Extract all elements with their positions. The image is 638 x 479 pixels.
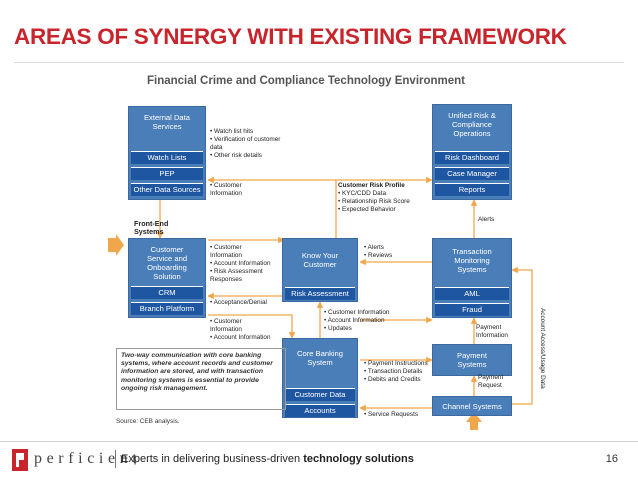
channel-input-arrow bbox=[466, 412, 482, 430]
pep-row: PEP bbox=[131, 167, 203, 180]
know-your-customer-box: Know Your Customer Risk Assessment bbox=[282, 238, 358, 302]
customer-service-title: Customer Service and Onboarding Solution bbox=[146, 245, 188, 281]
customer-data-row: Customer Data bbox=[285, 388, 355, 401]
payment-request-note: Payment Request bbox=[478, 374, 514, 390]
front-end-line: Front-End bbox=[134, 219, 169, 228]
note-line: • Other risk details bbox=[210, 152, 262, 159]
aml-row: AML bbox=[435, 287, 509, 300]
kyc-title: Know Your Customer bbox=[301, 251, 339, 269]
perficient-logo: perficient bbox=[34, 450, 142, 467]
core-to-payment-note: • Payment Instructions • Transaction Det… bbox=[364, 360, 428, 384]
diagram-subtitle: Financial Crime and Compliance Technolog… bbox=[147, 75, 466, 87]
accounts-row: Accounts bbox=[285, 404, 355, 417]
note-line: Payment Information bbox=[476, 324, 508, 339]
watch-hits-note: • Watch list hits • Verification of cust… bbox=[210, 128, 282, 160]
unified-risk-box: Unified Risk & Compliance Operations Ris… bbox=[432, 104, 512, 200]
note-line: • Watch list hits bbox=[210, 128, 254, 135]
account-access-label: Account Access/Usage Data bbox=[539, 308, 546, 389]
alerts-label: Alerts bbox=[478, 216, 495, 223]
note-line: • Expected Behavior bbox=[338, 206, 396, 213]
transaction-monitoring-title: Transaction Monitoring Systems bbox=[452, 247, 492, 274]
note-line: • Alerts bbox=[364, 244, 384, 251]
page-title: AREAS OF SYNERGY WITH EXISTING FRAMEWORK bbox=[14, 24, 567, 49]
footer-separator bbox=[115, 450, 116, 468]
reports-row: Reports bbox=[435, 183, 509, 196]
arrow-cs-core bbox=[208, 314, 296, 339]
payment-info-note: Payment Information bbox=[476, 324, 524, 340]
footer-divider bbox=[0, 441, 638, 442]
note-line: • Relationship Risk Score bbox=[338, 198, 410, 205]
other-data-sources-row: Other Data Sources bbox=[131, 183, 203, 196]
cs-to-core-note: • Customer Information • Account Informa… bbox=[210, 318, 271, 342]
source-note: Source: CEB analysis. bbox=[116, 418, 180, 425]
front-end-arrow bbox=[108, 234, 124, 256]
note-line: • Debits and Credits bbox=[364, 376, 421, 383]
note-line: • Customer Information bbox=[210, 182, 242, 197]
tagline-bold: technology solutions bbox=[303, 453, 414, 465]
note-heading: Customer Risk Profile bbox=[338, 182, 405, 189]
cs-to-kyc-note: • Customer Information • Account Informa… bbox=[210, 244, 272, 284]
note-line: • KYC/CDD Data bbox=[338, 190, 387, 197]
tagline-normal: Experts in delivering business-driven bbox=[121, 453, 304, 465]
payment-systems-title: Payment Systems bbox=[457, 351, 487, 369]
note-line: • Verification of customer data bbox=[210, 136, 281, 151]
footer-tagline: Experts in delivering business-driven te… bbox=[121, 453, 414, 465]
customer-service-box: Customer Service and Onboarding Solution… bbox=[128, 238, 206, 318]
front-end-systems-label: Front-End Systems bbox=[134, 220, 168, 236]
note-line: • Account Information bbox=[210, 334, 271, 341]
service-requests-note: • Service Requests bbox=[364, 411, 419, 418]
case-manager-row: Case Manager bbox=[435, 167, 509, 180]
customer-risk-profile-note: Customer Risk Profile • KYC/CDD Data • R… bbox=[338, 182, 410, 214]
external-data-services-title: External Data Services bbox=[143, 113, 190, 131]
front-end-line: Systems bbox=[134, 227, 164, 236]
transaction-monitoring-box: Transaction Monitoring Systems AML Fraud bbox=[432, 238, 512, 318]
acceptance-note: • Acceptance/Denial bbox=[210, 299, 267, 306]
external-data-services-box: External Data Services Watch Lists PEP O… bbox=[128, 106, 206, 200]
channel-systems-box: Channel Systems bbox=[432, 396, 512, 416]
title-divider bbox=[14, 62, 624, 63]
note-line: • Customer Information bbox=[210, 244, 242, 259]
core-banking-title: Core Banking System bbox=[296, 349, 343, 367]
note-line: • Account Information bbox=[324, 317, 385, 324]
fraud-row: Fraud bbox=[435, 303, 509, 316]
unified-risk-title: Unified Risk & Compliance Operations bbox=[448, 111, 496, 138]
customer-info-note-1: • Customer Information bbox=[210, 182, 262, 198]
callout-note: Two-way communication with core banking … bbox=[116, 348, 286, 410]
branch-platform-row: Branch Platform bbox=[131, 302, 203, 315]
note-line: • Reviews bbox=[364, 252, 393, 259]
note-line: Payment Request bbox=[478, 374, 504, 389]
crm-row: CRM bbox=[131, 286, 203, 299]
watch-lists-row: Watch Lists bbox=[131, 151, 203, 164]
payment-systems-box: Payment Systems bbox=[432, 344, 512, 376]
risk-dashboard-row: Risk Dashboard bbox=[435, 151, 509, 164]
core-banking-box: Core Banking System Customer Data Accoun… bbox=[282, 338, 358, 418]
note-line: • Transaction Details bbox=[364, 368, 423, 375]
note-line: • Updates bbox=[324, 325, 352, 332]
channel-systems-title: Channel Systems bbox=[442, 402, 502, 411]
kyc-core-note: • Customer Information • Account Informa… bbox=[324, 309, 389, 333]
note-line: • Customer Information bbox=[210, 318, 242, 333]
arrow-account-access bbox=[511, 266, 533, 405]
note-line: • Risk Assessment Responses bbox=[210, 268, 263, 283]
risk-assessment-row: Risk Assessment bbox=[285, 287, 355, 300]
note-line: • Payment Instructions bbox=[364, 360, 428, 367]
alerts-reviews-note: • Alerts • Reviews bbox=[364, 244, 392, 260]
note-line: • Customer Information bbox=[324, 309, 390, 316]
perficient-logo-icon bbox=[12, 449, 28, 471]
note-line: • Account Information bbox=[210, 260, 271, 267]
page-number: 16 bbox=[605, 453, 618, 465]
